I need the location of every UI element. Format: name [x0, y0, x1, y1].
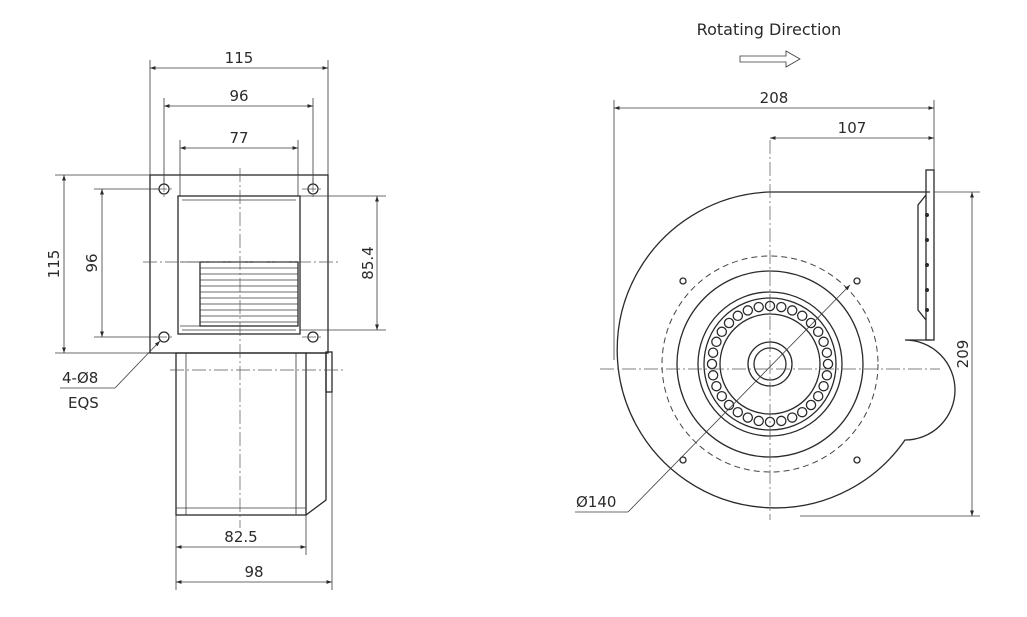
impeller-blades — [706, 300, 834, 428]
volute-housing — [616, 191, 956, 509]
impeller-blade — [796, 310, 808, 322]
impeller-blade — [711, 336, 722, 348]
holes-note-line2: EQS — [68, 394, 99, 412]
dim-side-height-overall: 115 — [45, 250, 63, 279]
impeller-blade — [818, 380, 829, 392]
outlet-flange — [925, 169, 935, 341]
impeller-blade — [742, 412, 754, 423]
impeller-blade — [742, 305, 754, 316]
front-mount-hole-br — [853, 456, 861, 464]
impeller-blade — [805, 399, 817, 411]
impeller-blade — [732, 310, 744, 322]
inlet-ring-hidden — [661, 255, 879, 473]
impeller-blade — [716, 390, 728, 402]
impeller-blade — [821, 347, 833, 358]
impeller-blade — [707, 370, 719, 381]
dim-side-width-holes: 96 — [229, 87, 248, 105]
front-mount-hole-tr — [853, 277, 861, 285]
front-mount-hole-tl — [679, 277, 687, 285]
dim-side-width-inlet: 77 — [229, 129, 248, 147]
impeller-blade — [786, 412, 798, 423]
front-view: Rotating Direction 208 — [575, 20, 980, 520]
dim-side-body-width: 82.5 — [224, 528, 257, 546]
impeller-blade — [716, 326, 728, 338]
impeller-blade — [812, 390, 824, 402]
side-view: 115 96 77 115 96 85.4 82.5 — [45, 49, 386, 590]
impeller-blade — [711, 380, 722, 392]
dim-front-width-overall: 208 — [760, 89, 789, 107]
impeller-blade — [776, 415, 787, 427]
impeller-blade — [805, 317, 817, 329]
dim-front-diameter: Ø140 — [576, 493, 616, 511]
impeller-blade — [776, 301, 787, 313]
rotation-arrow-icon — [739, 50, 801, 68]
front-mount-hole-bl — [679, 456, 687, 464]
impeller-blade — [812, 326, 824, 338]
impeller-blade — [822, 358, 834, 370]
side-inlet-opening — [177, 195, 301, 335]
dim-front-height-overall: 209 — [954, 340, 972, 369]
dim-front-center-to-outlet: 107 — [838, 119, 867, 137]
impeller-blade — [723, 399, 735, 411]
impeller-blade — [732, 406, 744, 418]
impeller-blade — [706, 358, 718, 370]
rotation-direction-label: Rotating Direction — [697, 20, 842, 39]
impeller-blade — [796, 406, 808, 418]
impeller-blade — [707, 347, 719, 358]
impeller-blade — [821, 370, 833, 381]
dim-side-width-overall: 115 — [225, 49, 254, 67]
impeller-blade — [753, 301, 764, 313]
impeller-blade — [723, 317, 735, 329]
side-housing-body — [175, 352, 307, 516]
side-impeller — [180, 261, 299, 327]
dim-side-height-holes: 96 — [83, 253, 101, 272]
dim-side-body-width-overall: 98 — [244, 563, 263, 581]
impeller-blade — [753, 415, 764, 427]
holes-note-line1: 4-Ø8 — [62, 369, 98, 387]
impeller-blade — [818, 336, 829, 348]
impeller-blade — [786, 305, 798, 316]
dim-side-height-inlet: 85.4 — [359, 246, 377, 279]
